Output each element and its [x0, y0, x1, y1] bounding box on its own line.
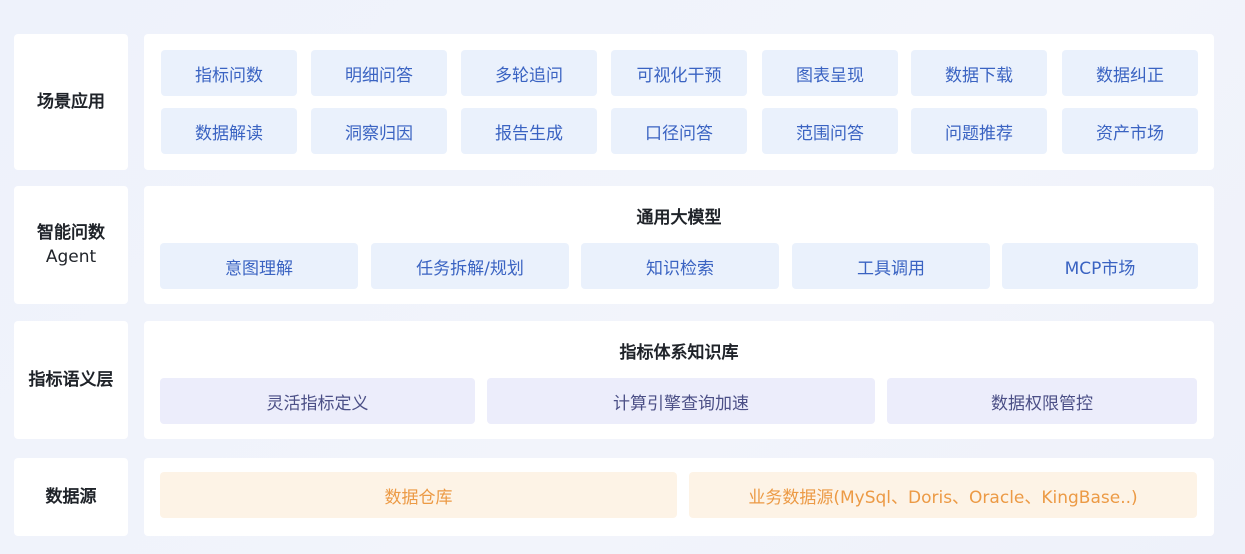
semantic-chip[interactable]: 灵活指标定义 [160, 378, 475, 424]
agent-panel-title: 通用大模型 [636, 208, 722, 228]
agent-layer-panel: 通用大模型 意图理解 任务拆解/规划 知识检索 工具调用 MCP市场 [144, 186, 1214, 304]
scene-chip[interactable]: 指标问数 [161, 50, 297, 96]
scene-chip[interactable]: 图表呈现 [762, 50, 898, 96]
datasource-layer-label: 数据源 [14, 458, 128, 536]
agent-chip[interactable]: 知识检索 [581, 243, 779, 289]
scene-chip[interactable]: 报告生成 [461, 108, 597, 154]
datasource-chip-business[interactable]: 业务数据源(MySql、Doris、Oracle、KingBase..) [689, 472, 1197, 518]
scene-chip[interactable]: 数据下载 [911, 50, 1047, 96]
scene-chip[interactable]: 范围问答 [762, 108, 898, 154]
scene-chip[interactable]: 多轮追问 [461, 50, 597, 96]
datasource-chip-warehouse[interactable]: 数据仓库 [160, 472, 677, 518]
datasource-layer-label-text: 数据源 [45, 487, 97, 507]
semantic-layer-label-text: 指标语义层 [28, 370, 114, 390]
scene-chip[interactable]: 数据纠正 [1062, 50, 1198, 96]
agent-layer-label-line2: Agent [45, 247, 97, 267]
agent-layer-label: 智能问数 Agent [14, 186, 128, 304]
scene-layer-label-text: 场景应用 [37, 92, 105, 112]
scene-chip[interactable]: 明细问答 [311, 50, 447, 96]
semantic-chip[interactable]: 计算引擎查询加速 [487, 378, 875, 424]
agent-chip[interactable]: 任务拆解/规划 [371, 243, 569, 289]
semantic-panel-title: 指标体系知识库 [619, 343, 739, 363]
scene-chip[interactable]: 问题推荐 [911, 108, 1047, 154]
semantic-chip[interactable]: 数据权限管控 [887, 378, 1197, 424]
scene-chip[interactable]: 口径问答 [611, 108, 747, 154]
scene-chip[interactable]: 资产市场 [1062, 108, 1198, 154]
scene-layer-panel: 指标问数 明细问答 多轮追问 可视化干预 图表呈现 数据下载 数据纠正 数据解读… [144, 34, 1214, 170]
agent-chip[interactable]: 意图理解 [160, 243, 358, 289]
scene-chip[interactable]: 洞察归因 [311, 108, 447, 154]
scene-chip[interactable]: 数据解读 [161, 108, 297, 154]
scene-layer-label: 场景应用 [14, 34, 128, 170]
semantic-layer-panel: 指标体系知识库 灵活指标定义 计算引擎查询加速 数据权限管控 [144, 321, 1214, 439]
agent-chip[interactable]: MCP市场 [1002, 243, 1198, 289]
agent-chip[interactable]: 工具调用 [792, 243, 990, 289]
semantic-layer-label: 指标语义层 [14, 321, 128, 439]
datasource-layer-panel: 数据仓库 业务数据源(MySql、Doris、Oracle、KingBase..… [144, 458, 1214, 536]
agent-layer-label-line1: 智能问数 [37, 223, 105, 243]
scene-chip[interactable]: 可视化干预 [611, 50, 747, 96]
